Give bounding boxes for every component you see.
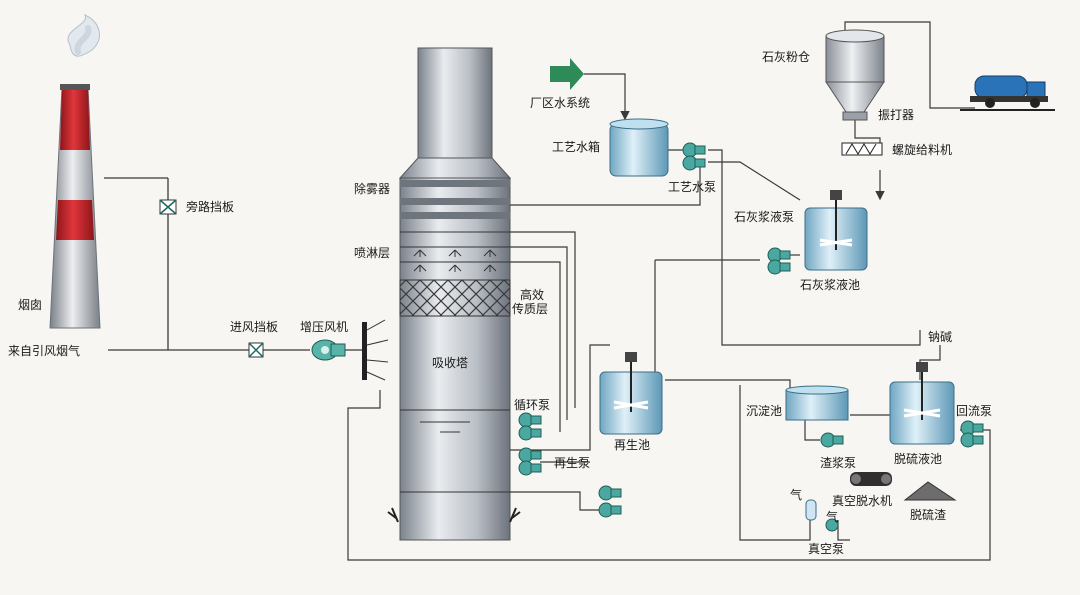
lime-slurry-tank-label: 石灰浆液池	[800, 278, 861, 292]
process-water-tank-icon	[609, 118, 669, 177]
vacuum-pump-icon	[805, 499, 839, 532]
plant-water-arrow-icon	[550, 58, 584, 90]
absorption-tower	[387, 47, 521, 541]
return-pump-icon	[960, 420, 984, 448]
screw-feeder-label: 螺旋给料机	[892, 143, 953, 157]
mass-transfer-label-2: 传质层	[512, 302, 549, 316]
inlet-damper-icon	[248, 342, 264, 358]
screw-feeder-icon	[841, 142, 883, 156]
lime-slurry-pump-icon	[767, 247, 791, 275]
spray-layer-label: 喷淋层	[354, 246, 391, 260]
gypsum-pile-icon	[903, 481, 957, 501]
desulf-tank-icon	[889, 362, 955, 445]
lime-slurry-pump-label: 石灰浆液泵	[734, 210, 795, 224]
bypass-damper-label: 旁路挡板	[186, 200, 235, 214]
tanker-truck-icon	[960, 75, 1055, 111]
oxidation-blower-icon	[598, 485, 622, 518]
flue-gas-inlet-label: 来自引风烟气	[8, 344, 81, 358]
regeneration-pump-icon	[518, 447, 542, 476]
process-water-tank-label: 工艺水箱	[552, 140, 601, 154]
caustic-soda-label: 钠碱	[928, 330, 953, 344]
process-lines	[347, 21, 991, 561]
vacuum-pump-label: 真空泵	[808, 542, 845, 556]
vacuum-filter-label: 真空脱水机	[832, 494, 893, 508]
settling-tank-label: 沉淀池	[746, 404, 783, 418]
absorber-label: 吸收塔	[432, 356, 469, 370]
circulation-pump-label: 循环泵	[514, 398, 551, 412]
gas-label-2: 气	[826, 510, 839, 524]
lime-silo-label: 石灰粉仓	[762, 50, 811, 64]
plant-water-label: 厂区水系统	[530, 96, 591, 110]
desulf-tank-label: 脱硫液池	[894, 452, 943, 466]
sludge-pump-icon	[820, 432, 844, 448]
gas-label-1: 气	[790, 488, 803, 502]
regeneration-pump-label: 再生泵	[554, 456, 591, 470]
chimney-label: 烟囱	[18, 298, 43, 312]
lime-silo-icon	[825, 29, 885, 121]
regeneration-tank-icon	[599, 352, 663, 435]
lime-slurry-tank-icon	[804, 190, 868, 271]
return-pump-label: 回流泵	[956, 404, 993, 418]
gypsum-label: 脱硫渣	[910, 508, 947, 522]
process-water-pump-label: 工艺水泵	[668, 180, 717, 194]
vibrator-label: 振打器	[878, 108, 915, 122]
mass-transfer-label-1: 高效	[520, 288, 545, 302]
bypass-damper-icon	[159, 199, 177, 215]
inlet-damper-label: 进风挡板	[230, 320, 279, 334]
regeneration-tank-label: 再生池	[614, 438, 651, 452]
booster-fan-icon	[311, 339, 346, 361]
demister-label: 除雾器	[354, 182, 391, 196]
chimney	[49, 13, 101, 329]
circulation-pump-icon	[518, 412, 542, 441]
settling-tank-icon	[785, 385, 849, 421]
vacuum-filter-icon	[850, 472, 892, 486]
booster-fan-label: 增压风机	[300, 320, 349, 334]
sludge-pump-label: 渣浆泵	[820, 456, 857, 470]
gas-distributor-icon	[362, 319, 389, 381]
process-water-pump-icon	[682, 142, 706, 171]
